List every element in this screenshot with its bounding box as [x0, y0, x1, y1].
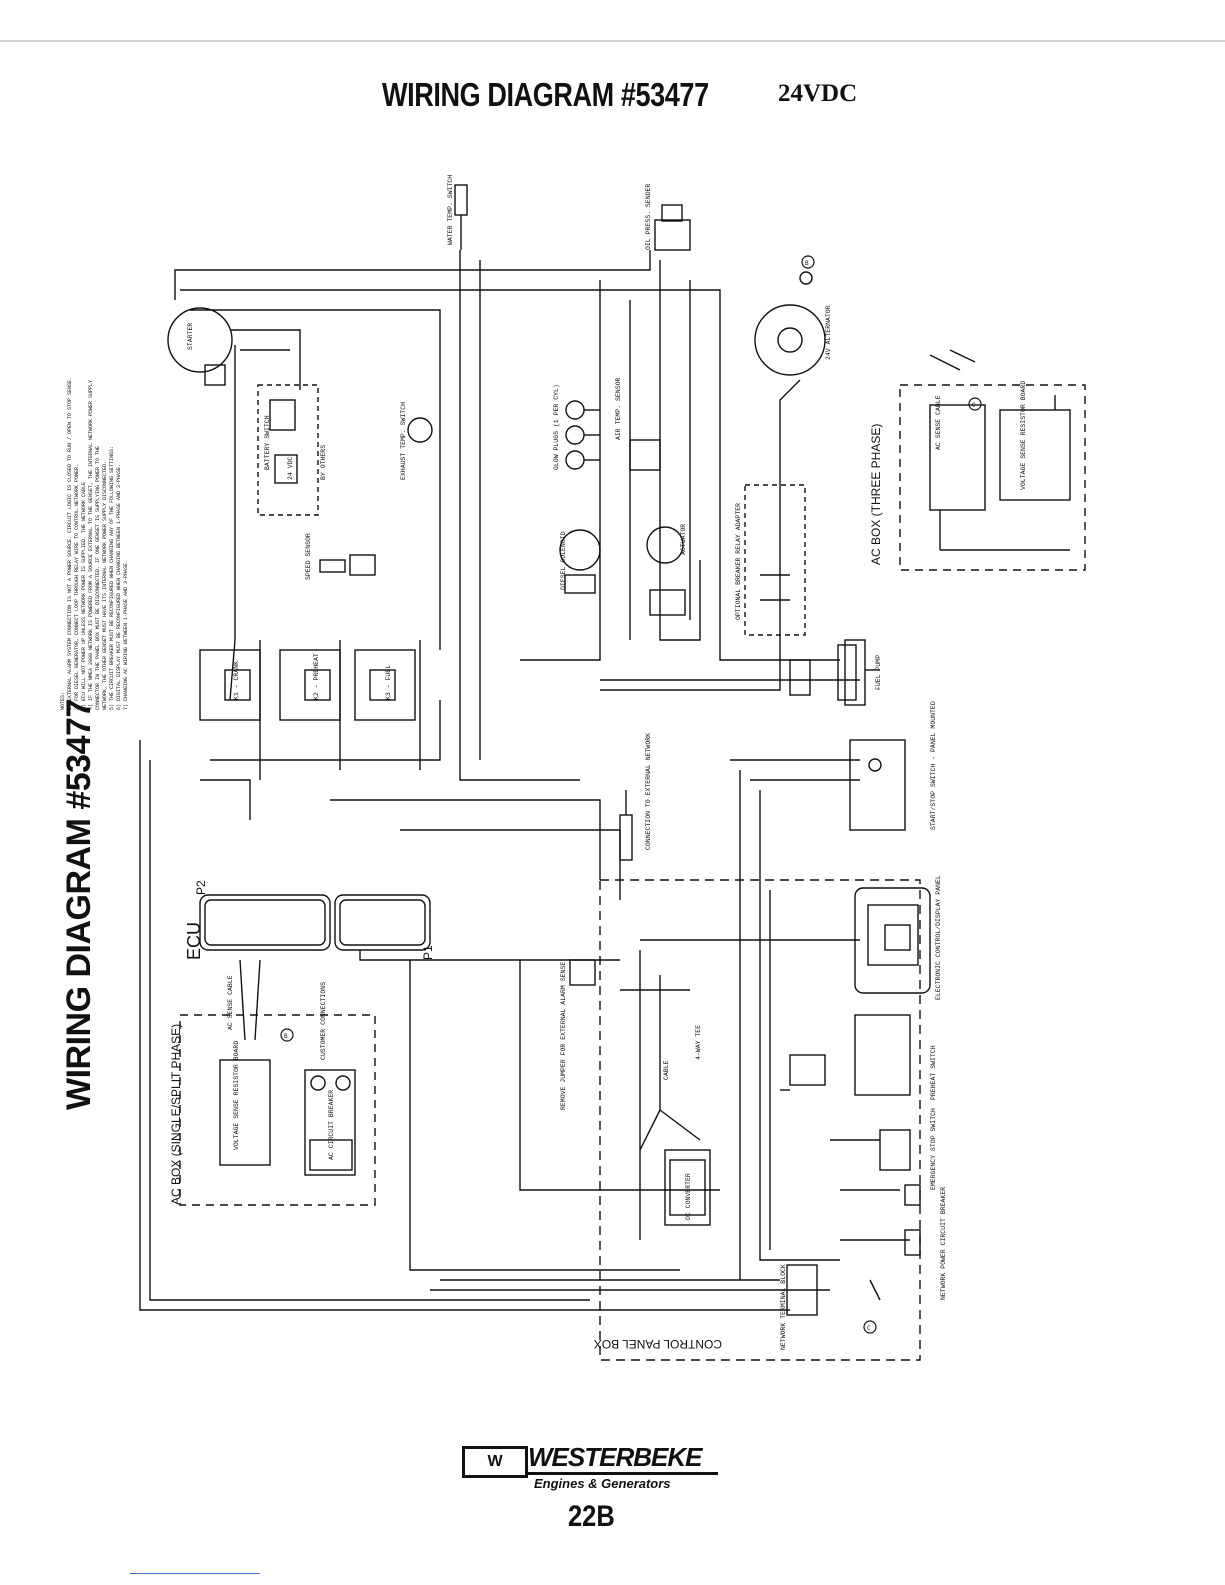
by-others-label: BY OTHERS [320, 445, 327, 480]
brand-rule [528, 1472, 718, 1475]
relay-k3-label: K3 - FUEL [385, 665, 392, 700]
remove-jumper-label: REMOVE JUMPER FOR EXTERNAL ALARM SENSE [560, 962, 567, 1110]
network-breaker-label: NETWORK POWER CIRCUIT BREAKER [940, 1187, 947, 1300]
ac-box-single-phase-label: AC BOX (SINGLE/SPLIT PHASE) [169, 1024, 183, 1205]
preheat-switch-label: PREHEAT SWITCH [930, 1045, 937, 1100]
electronic-panel-label: ELECTRONIC CONTROL/DISPLAY PANEL [935, 875, 942, 1000]
cable-label: CABLE [663, 1060, 670, 1080]
control-panel-box-label: CONTROL PANEL BOX [594, 1337, 722, 1351]
logo-mark: W [462, 1446, 528, 1478]
water-temp-switch-label: WATER TEMP. SWITCH [447, 175, 454, 245]
ac-sense-cable-1ph-label: AC SENSE CABLE [227, 975, 234, 1030]
ecu-label: ECU [184, 922, 204, 960]
brand-name: WESTERBEKE [528, 1442, 702, 1472]
bottom-rule [130, 1573, 260, 1574]
glow-plugs-label: GLOW PLUGS (1 PER CYL) [553, 384, 560, 470]
battery-switch-label: BATTERY SWITCH [264, 415, 271, 470]
page-title: WIRING DIAGRAM #53477 [382, 76, 709, 113]
westerbeke-logo: W WESTERBEKE Engines & Generators [462, 1438, 722, 1498]
callout-b-single: B [284, 1033, 288, 1040]
voltage-label: 24VDC [778, 80, 858, 107]
callout-c-panel: C [867, 1325, 871, 1332]
fuel-pump-label: FUEL PUMP [875, 655, 882, 690]
oil-press-sender-label: OIL PRESS. SENDER [645, 184, 652, 250]
ac-sense-cable-label: AC SENSE CABLE [935, 395, 942, 450]
network-tee-label: 4-WAY TEE [695, 1025, 702, 1060]
voltage-sense-board-1ph-label: VOLTAGE SENSE RESISTOR BOARD [233, 1041, 240, 1150]
optional-breaker-relay-label: OPTIONAL BREAKER RELAY ADAPTER [735, 503, 742, 620]
emergency-stop-label: EMERGENCY STOP SWITCH [930, 1108, 937, 1190]
callout-b: B [805, 260, 809, 267]
relay-k1-label: K1 - CRANK [233, 661, 240, 700]
air-temp-sensor-label: AIR TEMP. SENSOR [615, 377, 622, 440]
callout-c: C [972, 402, 976, 409]
network-terminal-block-label: NETWORK TERMINAL BLOCK [780, 1264, 787, 1350]
ac-box-three-phase-label: AC BOX (THREE PHASE) [869, 424, 883, 565]
actuator-label: ACTUATOR [680, 524, 687, 555]
customer-connections-label: CUSTOMER CONNECTIONS [320, 982, 327, 1060]
diesel-solenoid-label: DIESEL SOLENOID [560, 531, 567, 590]
start-stop-switch-label: START/STOP SWITCH - PANEL MOUNTED [930, 701, 937, 830]
brand-tagline: Engines & Generators [534, 1476, 671, 1491]
p2-label: P2 [194, 880, 208, 895]
p1-label: P1 [421, 945, 435, 960]
speed-sensor-label: SPEED SENSOR [305, 533, 312, 580]
page-number: 22B [568, 1500, 615, 1533]
battery-label: 24 VDC [287, 456, 294, 480]
alternator-label: 24V ALTERNATOR [825, 305, 832, 360]
ac-circuit-breaker-label: AC CIRCUIT BREAKER [328, 1090, 335, 1160]
relay-k2-label: K2 - PREHEAT [313, 653, 320, 700]
voltage-sense-board-3ph-label: VOLTAGE SENSE RESISTOR BOARD [1020, 381, 1027, 490]
dc-converter-label: DC CONVERTER [685, 1173, 692, 1220]
external-network-label: CONNECTION TO EXTERNAL NETWORK [645, 733, 652, 850]
starter-label: STARTER [187, 323, 194, 350]
exhaust-temp-switch-label: EXHAUST TEMP. SWITCH [400, 402, 407, 480]
